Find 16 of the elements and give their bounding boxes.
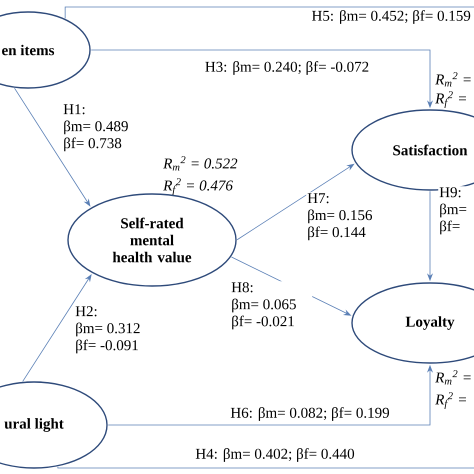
r-squared-label: R$_{m}$$^{2}$ = xyxy=(435,72,471,87)
connector-line xyxy=(64,6,474,19)
edge-label: H3: βm= 0.240; βf= -0.072 xyxy=(204,60,370,76)
r-squared-label: R$_{f}$$^{2}$ = xyxy=(435,91,466,108)
r-squared-label: R$_{f}$$^{2}$ = xyxy=(435,392,466,410)
r-squared-label: R$_{m}$$^{2}$ = xyxy=(435,370,471,385)
edge-label: H4: βm= 0.402; βf= 0.440 xyxy=(194,447,356,463)
connector-line xyxy=(57,466,474,468)
edge-label: H5: βm= 0.452; βf= 0.159 xyxy=(310,9,472,25)
r-squared-label: R$_{m}$$^{2}$ = 0.522 xyxy=(163,156,238,171)
edge-label: H1: βm= 0.489 βf= 0.738 xyxy=(62,103,144,152)
edge-label: H8: βm= 0.065 βf= -0.021 xyxy=(230,281,312,330)
r-squared-label: R$_{f}$$^{2}$ = 0.476 xyxy=(163,178,233,196)
edge-label: H6: βm= 0.082; βf= 0.199 xyxy=(229,406,391,422)
edge-label: H7: βm= 0.156 βf= 0.144 xyxy=(306,192,388,242)
edge-label: H2: βm= 0.312 βf= -0.091 xyxy=(74,305,156,354)
